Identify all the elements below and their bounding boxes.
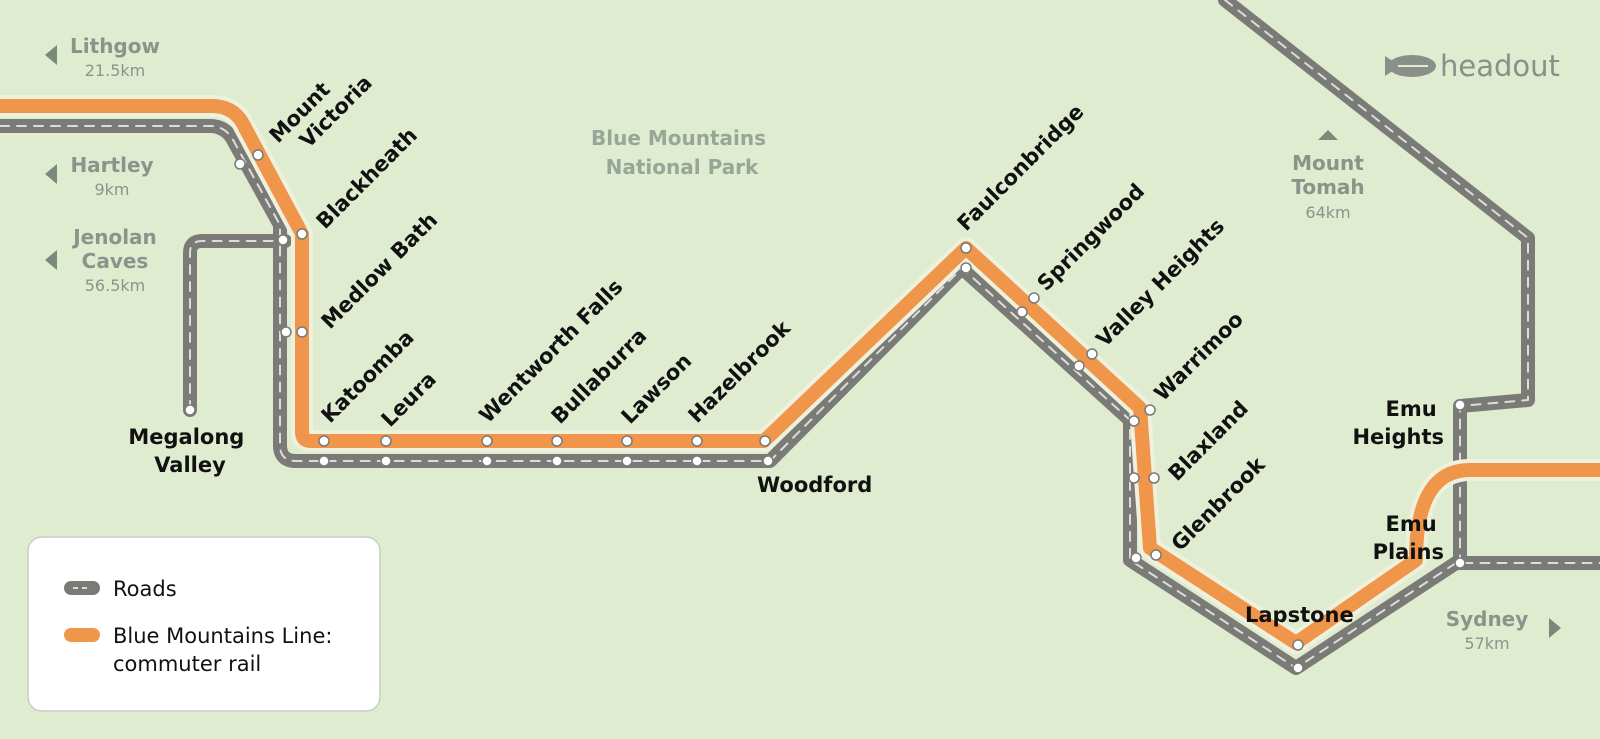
station-dot — [621, 455, 633, 467]
station-dot — [252, 149, 264, 161]
station-dot — [234, 158, 246, 170]
legend-box — [27, 536, 381, 712]
station-label-megalong-valley: Megalong Valley — [128, 425, 251, 477]
station-dot — [960, 242, 972, 254]
station-label-emu-heights: Emu Heights — [1352, 397, 1444, 449]
svg-text:57km: 57km — [1464, 634, 1509, 653]
station-dot — [380, 435, 392, 447]
left-arrow-icon — [45, 45, 57, 65]
park-label: Blue Mountains National Park — [591, 126, 773, 179]
svg-text:21.5km: 21.5km — [85, 61, 145, 80]
svg-text:64km: 64km — [1305, 203, 1350, 222]
station-dot — [1454, 557, 1466, 569]
destination-lithgow: Lithgow 21.5km — [45, 34, 160, 80]
legend-item-rail: Blue Mountains Line: commuter rail — [64, 624, 332, 676]
station-dot — [691, 435, 703, 447]
rail-line — [0, 99, 1600, 650]
station-dot — [1028, 292, 1040, 304]
station-label-emu-plains: Emu Plains — [1373, 512, 1444, 564]
svg-text:56.5km: 56.5km — [85, 276, 145, 295]
station-dot — [1128, 415, 1140, 427]
station-dot — [1073, 360, 1085, 372]
legend: Roads Blue Mountains Line: commuter rail — [27, 536, 381, 712]
station-label-lapstone: Lapstone — [1245, 603, 1354, 627]
station-dot — [1454, 399, 1466, 411]
station-dot — [1292, 639, 1304, 651]
svg-text:Blue Mountains Line:: Blue Mountains Line: — [113, 624, 332, 648]
station-dot — [1130, 552, 1142, 564]
right-arrow-icon — [1549, 618, 1561, 638]
svg-text:Roads: Roads — [113, 577, 177, 601]
station-dot — [551, 435, 563, 447]
station-dot — [691, 455, 703, 467]
station-dot — [318, 455, 330, 467]
station-dot — [551, 455, 563, 467]
station-dot — [296, 326, 308, 338]
station-dot — [1016, 306, 1028, 318]
left-arrow-icon — [45, 164, 57, 184]
station-dot — [1150, 549, 1162, 561]
station-dot — [1086, 348, 1098, 360]
station-dot — [1148, 472, 1160, 484]
station-dot — [1292, 662, 1304, 674]
rail-layer — [0, 95, 1600, 654]
station-dot — [621, 435, 633, 447]
destination-labels: Lithgow 21.5km Hartley 9km Jenolan Caves… — [45, 34, 1561, 653]
station-dot — [960, 262, 972, 274]
station-dot — [318, 435, 330, 447]
station-dot — [481, 435, 493, 447]
station-dot — [759, 435, 771, 447]
station-dot — [1128, 472, 1140, 484]
svg-text:Caves: Caves — [82, 249, 149, 273]
destination-sydney: Sydney 57km — [1446, 607, 1561, 653]
svg-text:Mount: Mount — [1292, 151, 1364, 175]
station-dot — [296, 228, 308, 240]
svg-text:Hartley: Hartley — [70, 153, 153, 177]
station-dots — [184, 149, 1466, 674]
svg-text:commuter rail: commuter rail — [113, 652, 261, 676]
legend-item-roads: Roads — [64, 577, 177, 601]
brand-name: headout — [1440, 49, 1560, 83]
station-dot — [277, 234, 289, 246]
station-dot — [280, 326, 292, 338]
left-arrow-icon — [45, 250, 57, 270]
destination-mount-tomah: Mount Tomah 64km — [1291, 130, 1365, 222]
station-dot — [184, 404, 196, 416]
station-dot — [481, 455, 493, 467]
svg-text:Jenolan: Jenolan — [71, 225, 157, 249]
svg-text:Tomah: Tomah — [1291, 175, 1364, 199]
svg-text:9km: 9km — [94, 180, 129, 199]
station-dot — [1144, 404, 1156, 416]
station-label-woodford: Woodford — [757, 473, 872, 497]
station-dot — [380, 455, 392, 467]
destination-hartley: Hartley 9km — [45, 153, 154, 199]
destination-jenolan-caves: Jenolan Caves 56.5km — [45, 225, 157, 295]
blimp-icon — [1385, 55, 1436, 77]
svg-text:Lithgow: Lithgow — [70, 34, 160, 58]
up-arrow-icon — [1318, 130, 1338, 140]
headout-logo: headout — [1385, 49, 1560, 83]
station-dot — [762, 455, 774, 467]
svg-text:Sydney: Sydney — [1446, 607, 1529, 631]
